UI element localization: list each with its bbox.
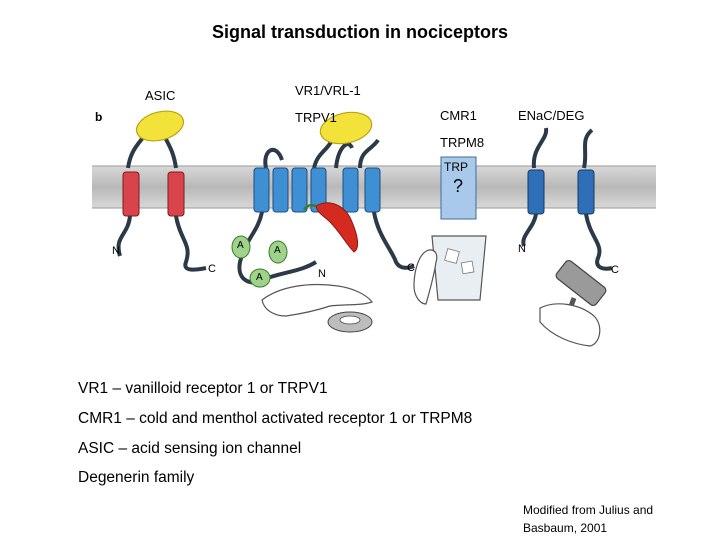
lemon-icon (319, 111, 373, 145)
source-credit: Modified from Julius and Basbaum, 2001 (523, 503, 654, 535)
ankyrin-repeat (249, 268, 271, 288)
trp-label: TRP (444, 160, 468, 174)
panel-letter: b (95, 110, 103, 124)
trpv1-helix-5 (342, 167, 359, 213)
ice-glass-icon (431, 235, 487, 301)
trpv1-n-terminus: N (318, 268, 326, 280)
trp-box (440, 156, 477, 220)
hand-icon (413, 249, 438, 305)
enac-helix-2 (577, 169, 595, 215)
trp-question-mark: ? (453, 176, 464, 196)
hammer-icon (555, 259, 607, 307)
chili-pepper-icon (315, 202, 359, 253)
enac-helix-1 (527, 169, 545, 215)
asic-label: ASIC (145, 88, 176, 103)
enac-deg-label: ENaC/DEG (518, 108, 585, 123)
trpv1-helix-6 (364, 167, 381, 213)
trpv1-helix-1 (253, 167, 270, 213)
lemon-icon (135, 110, 185, 142)
definition-line: VR1 – vanilloid receptor 1 or TRPV1 (78, 380, 328, 397)
trpm8-label: TRPM8 (440, 135, 485, 150)
asic-n-terminus: N (112, 245, 120, 257)
hand-icon (261, 283, 373, 317)
definition-line: Degenerin family (78, 469, 195, 486)
trpv1-channel (237, 129, 415, 285)
ankyrin-label: A (274, 245, 281, 256)
ankyrin-label: A (237, 240, 244, 251)
asic-helix-2 (167, 171, 185, 217)
enac-n-terminus: N (518, 243, 526, 255)
vr1-vrl1-label: VR1/VRL-1 (295, 83, 361, 98)
asic-helix-1 (122, 171, 140, 217)
asic-c-terminus: C (208, 263, 216, 275)
ankyrin-repeat (268, 240, 288, 264)
enac-deg-channel (521, 127, 613, 271)
definition-line: CMR1 – cold and menthol activated recept… (78, 410, 473, 427)
ankyrin-label: A (256, 272, 263, 283)
trpv1-helix-4 (310, 167, 327, 213)
trpv1-c-terminus: C (407, 262, 415, 274)
definition-line: ASIC – acid sensing ion channel (78, 440, 302, 457)
trpv1-helix-2 (272, 167, 289, 213)
hand-icon (539, 303, 601, 347)
asic-channel (116, 117, 207, 272)
trpv1-helix-3 (291, 167, 308, 213)
enac-c-terminus: C (611, 264, 619, 276)
ankyrin-repeat (231, 235, 251, 259)
cmr1-label: CMR1 (440, 108, 477, 123)
page-title: Signal transduction in nociceptors (211, 22, 509, 42)
trpv1-label: TRPV1 (295, 110, 337, 125)
